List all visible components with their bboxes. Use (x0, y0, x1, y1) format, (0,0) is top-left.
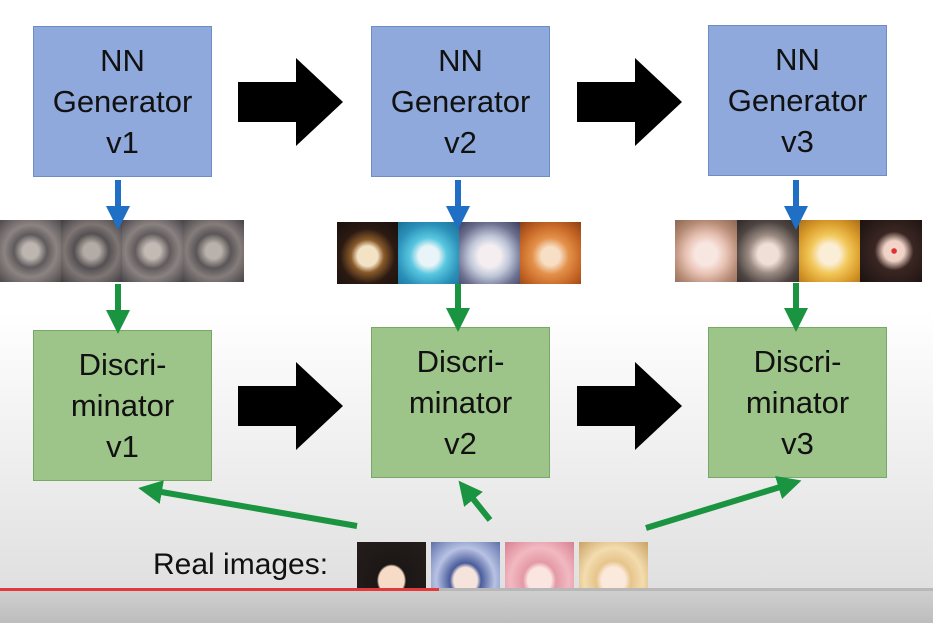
green-arrow-icon (645, 476, 802, 531)
discriminator-v3-line2: minator (745, 385, 850, 420)
green-arrow-icon (138, 480, 358, 529)
discriminator-v1-line1: Discri- (78, 347, 167, 382)
generator-v3-line1: NN (775, 42, 820, 77)
sample-noise-image (122, 220, 183, 282)
generator-v3-line2: Generator (727, 83, 868, 118)
video-progress-fill (0, 588, 439, 591)
arrow-right-icon (577, 362, 682, 450)
generator-v1-line1: NN (100, 43, 145, 78)
generator-v3-line3: v3 (781, 124, 814, 159)
generator-v2-line2: Generator (390, 84, 531, 119)
video-controls-bar (0, 591, 933, 623)
sample-noise-image (0, 220, 61, 282)
generator-v2-samples (337, 222, 581, 284)
discriminator-v3-box: Discri- minator v3 (708, 327, 887, 478)
sample-face-image (337, 222, 398, 284)
discriminator-v3-line3: v3 (781, 426, 814, 461)
sample-face-image (798, 220, 861, 282)
sample-noise-image (183, 220, 244, 282)
sample-face-image (675, 220, 737, 282)
arrow-right-icon (238, 58, 343, 146)
sample-face-image (520, 222, 581, 284)
discriminator-v2-line3: v2 (444, 426, 477, 461)
video-progress-bar[interactable] (0, 588, 933, 591)
generator-v1-samples (0, 220, 244, 282)
discriminator-v2-box: Discri- minator v2 (371, 327, 550, 478)
generator-v2-line1: NN (438, 43, 483, 78)
real-images-label: Real images: (153, 548, 329, 581)
discriminator-v1-line3: v1 (106, 429, 139, 464)
generator-v3-box: NN Generator v3 (708, 25, 887, 176)
sample-face-image (398, 222, 459, 284)
sample-face-image (459, 222, 520, 284)
sample-noise-image (61, 220, 122, 282)
generator-v1-line3: v1 (106, 125, 139, 160)
generator-v2-line3: v2 (444, 125, 477, 160)
discriminator-v1-line2: minator (70, 388, 175, 423)
sample-face-image (736, 220, 799, 282)
generator-v2-box: NN Generator v2 (371, 26, 550, 177)
discriminator-v2-line2: minator (408, 385, 513, 420)
generator-v3-samples (675, 220, 922, 282)
discriminator-v1-box: Discri- minator v1 (33, 330, 212, 481)
generator-v1-line2: Generator (52, 84, 193, 119)
discriminator-v2-line1: Discri- (416, 344, 505, 379)
generator-v1-box: NN Generator v1 (33, 26, 212, 177)
discriminator-v3-line1: Discri- (753, 344, 842, 379)
arrow-right-icon (577, 58, 682, 146)
arrow-right-icon (238, 362, 343, 450)
green-arrow-icon (458, 480, 493, 522)
sample-face-image (860, 220, 922, 282)
